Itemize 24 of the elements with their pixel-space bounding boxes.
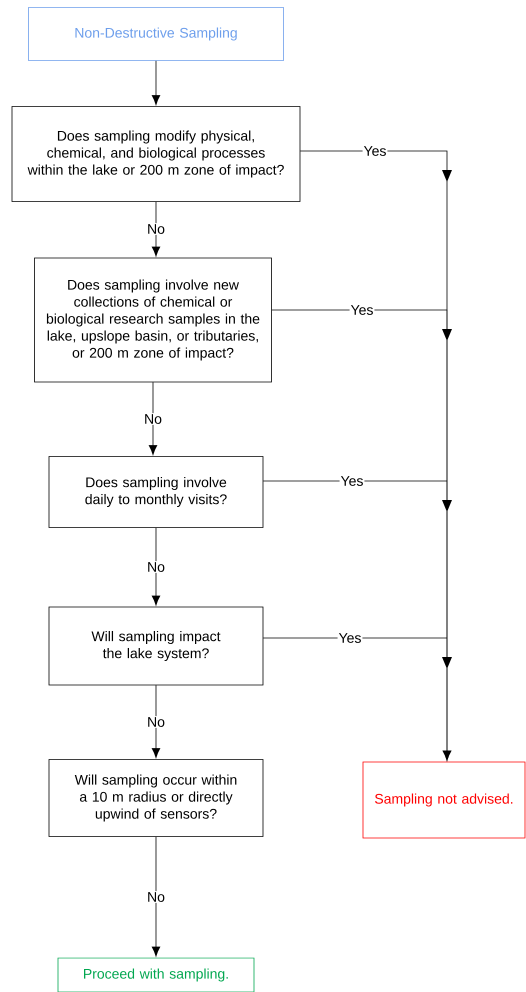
decision-box: Does sampling involve new collections of chemical or biological research samples in the lake, upslope basin, or tributaries, or 200 m zone of impact? [34, 258, 272, 382]
edge-label: Yes [350, 305, 373, 315]
decision-box: Does sampling involve daily to monthly visits? [48, 456, 264, 528]
edge-label: Yes [338, 633, 361, 643]
edge-label: No [145, 414, 162, 424]
edge-label: No [148, 892, 164, 902]
arrow [152, 528, 160, 606]
edge-label: Yes [364, 146, 386, 156]
arrow [152, 685, 160, 758]
edge-label: No [148, 562, 164, 572]
edge-label: Yes [340, 476, 363, 486]
outcome-box: Sampling not advised. [362, 762, 526, 838]
arrow [152, 202, 160, 256]
arrow [152, 836, 160, 956]
edge-label: No [148, 224, 164, 234]
start-box: Non-Destructive Sampling [28, 7, 284, 61]
decision-box: Does sampling modify physical, chemical, and biological processes within the lake or 200 m zone of impact? [12, 106, 300, 202]
arrow [152, 60, 160, 105]
arrow [263, 638, 452, 760]
outcome-box: Proceed with sampling. [58, 958, 254, 992]
decision-box: Will sampling occur within a 10 m radius or directly upwind of sensors? [48, 759, 264, 837]
arrow [148, 382, 158, 455]
decision-box: Will sampling impact the lake system? [48, 606, 264, 686]
edge-label: No [148, 717, 164, 727]
